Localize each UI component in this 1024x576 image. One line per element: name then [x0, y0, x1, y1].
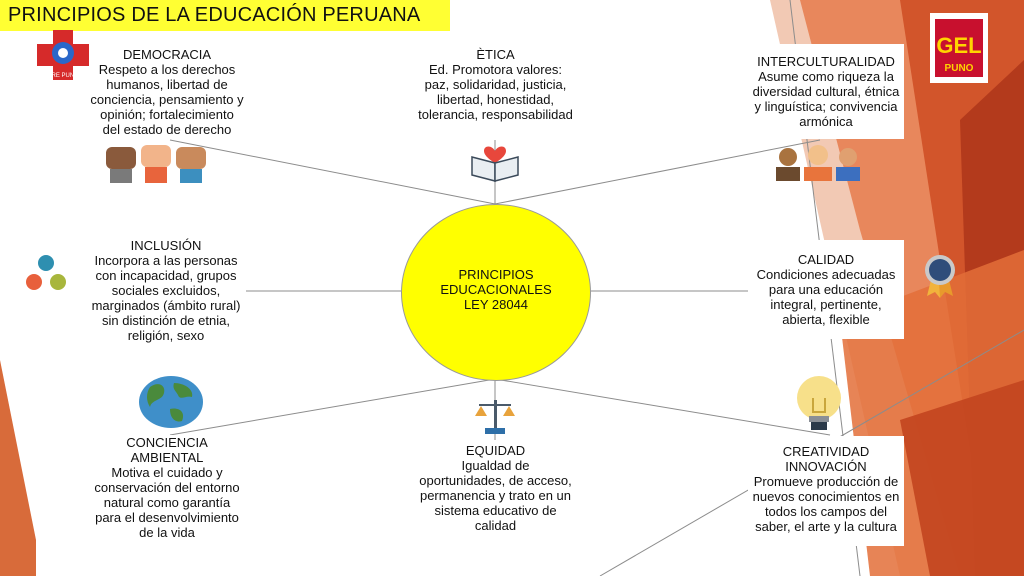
principle-description: Condiciones adecuadas para una educación… [756, 267, 896, 327]
ugel-logo-letters: GEL [936, 33, 981, 58]
link-conciencia-ambiental [169, 378, 496, 436]
raised-hands-icon [106, 145, 206, 183]
dre-puno-logo: DRE PUNO [37, 30, 89, 80]
center-line-1: PRINCIPIOS [458, 267, 534, 282]
principle-democracia: DEMOCRACIA Respeto a los derechos humano… [90, 47, 244, 137]
principle-inclusion: INCLUSIÓN Incorpora a las personas con i… [86, 238, 246, 343]
principle-title: INCLUSIÓN [130, 238, 202, 253]
globe-icon [139, 376, 203, 428]
principle-interculturalidad: INTERCULTURALIDAD Asume como riqueza la … [748, 44, 904, 139]
light-bulb-icon [797, 376, 841, 430]
principle-title: EQUIDAD [465, 443, 526, 458]
principle-title: CALIDAD [797, 252, 855, 267]
principle-title: INTERCULTURALIDAD [757, 54, 895, 69]
center-label: PRINCIPIOS EDUCACIONALES LEY 28044 [402, 267, 590, 312]
principle-calidad: CALIDAD Condiciones adecuadas para una e… [748, 240, 904, 339]
principle-etica: ÈTICA Ed. Promotora valores: paz, solida… [418, 47, 573, 122]
principle-title: ÈTICA [476, 47, 515, 62]
principle-description: Motiva el cuidado y conservación del ent… [94, 465, 240, 540]
award-medal-icon [925, 255, 955, 298]
principle-description: Ed. Promotora valores: paz, solidaridad,… [418, 62, 573, 122]
principle-conciencia-ambiental: CONCIENCIA AMBIENTAL Motiva el cuidado y… [90, 435, 244, 540]
people-group-icon [776, 145, 860, 181]
center-node: PRINCIPIOS EDUCACIONALES LEY 28044 [401, 204, 591, 381]
link-interculturalidad [494, 139, 821, 205]
principle-description: Igualdad de oportunidades, de acceso, pe… [419, 458, 572, 533]
book-heart-icon [471, 146, 519, 182]
center-line-3: LEY 28044 [463, 297, 529, 312]
three-circles-icon [26, 255, 66, 290]
principle-description: Incorpora a las personas con incapacidad… [91, 253, 241, 343]
link-democracia [169, 139, 496, 205]
dre-puno-logo-text: DRE PUNO [47, 73, 79, 79]
ugel-logo-puno: PUNO [945, 63, 974, 74]
ugel-puno-logo: GEL PUNO [930, 13, 988, 83]
scales-icon [475, 400, 515, 434]
principle-description: Asume como riqueza la diversidad cultura… [752, 69, 900, 129]
principle-title: CREATIVIDAD INNOVACIÓN [782, 444, 870, 474]
principle-creatividad-innovacion: CREATIVIDAD INNOVACIÓN Promueve producci… [748, 436, 904, 546]
page-title: PRINCIPIOS DE LA EDUCACIÓN PERUANA [8, 4, 421, 26]
title-bar: PRINCIPIOS DE LA EDUCACIÓN PERUANA [0, 0, 450, 31]
center-line-2: EDUCACIONALES [440, 282, 552, 297]
principle-equidad: EQUIDAD Igualdad de oportunidades, de ac… [418, 443, 573, 533]
principle-title: DEMOCRACIA [122, 47, 212, 62]
link-creatividad [494, 378, 831, 436]
principle-description: Respeto a los derechos humanos, libertad… [90, 62, 244, 137]
principle-description: Promueve producción de nuevos conocimien… [752, 474, 900, 534]
principle-title: CONCIENCIA AMBIENTAL [126, 435, 208, 465]
